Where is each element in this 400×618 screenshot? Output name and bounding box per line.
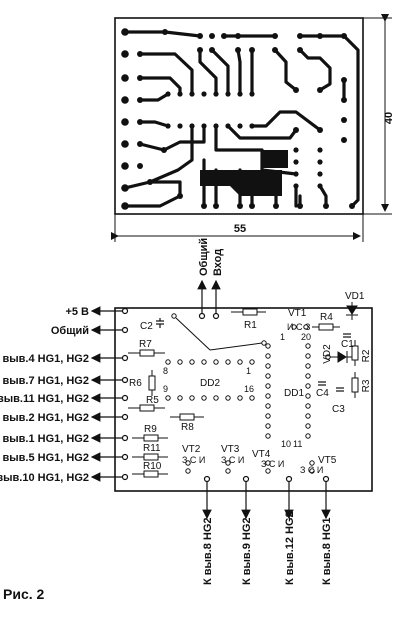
- terminal-input-top: Вход: [212, 249, 224, 276]
- figure-caption: Рис. 2: [3, 586, 45, 602]
- jumper-wire: [171, 313, 267, 351]
- terminal-common-top: Общий: [198, 238, 210, 276]
- dd1-pin10: 10: [281, 439, 291, 449]
- r2-label: R2: [361, 349, 372, 362]
- r4-label: R4: [320, 312, 333, 323]
- r8-label: R8: [181, 422, 194, 433]
- copper-fill-area: [262, 150, 288, 168]
- dd1-label: DD1: [284, 388, 304, 399]
- vt3-label: VT3: [221, 444, 240, 455]
- dimension-lines: [111, 14, 392, 242]
- vt2-pins: З С И: [182, 455, 205, 465]
- vt5-label: VT5: [318, 455, 337, 466]
- terminal-hg2-pin12: К выв.12 HG2: [284, 511, 296, 585]
- r10-label: R10: [143, 461, 162, 472]
- terminal-plus-5v: +5 В: [65, 306, 89, 318]
- terminal-pin5: К выв.5 HG1, HG2: [0, 452, 89, 464]
- c2-label: C2: [140, 321, 153, 332]
- bottom-terminal-leads: [202, 475, 331, 520]
- dd2-pin8: 8: [163, 366, 168, 376]
- r5-label: R5: [146, 395, 159, 406]
- vt1-pins: И С З: [287, 322, 310, 332]
- c1-label: C1: [341, 339, 354, 350]
- r3-label: R3: [361, 379, 372, 392]
- copper-fill-area: [200, 170, 282, 196]
- terminal-pin1: К выв.1 HG1, HG2: [0, 433, 89, 445]
- vd2-label: VD2: [322, 344, 333, 364]
- resistors: [128, 308, 359, 478]
- vt2-label: VT2: [182, 444, 201, 455]
- terminal-pin11: К выв.11 HG1, HG2: [0, 393, 89, 405]
- dd1-pin20: 20: [301, 332, 311, 342]
- dd1-pins: [265, 343, 311, 439]
- terminal-pin2: К выв.2 HG1, HG2: [0, 412, 89, 424]
- dd1-pin1: 1: [280, 332, 285, 342]
- vt1-label: VT1: [288, 308, 307, 319]
- diodes: [325, 302, 358, 363]
- height-dimension: 40: [383, 112, 395, 124]
- dd1-pin11: 11: [293, 439, 302, 449]
- copper-side-board: [114, 17, 364, 215]
- terminal-hg2-pin8: К выв.8 HG2: [202, 517, 214, 585]
- dd2-label: DD2: [200, 378, 220, 389]
- terminal-pin7: К выв.7 HG1, HG2: [0, 375, 89, 387]
- vd1-label: VD1: [345, 291, 365, 302]
- dd2-pin9: 9: [163, 384, 168, 394]
- terminal-hg2-pin9: К выв.9 HG2: [241, 517, 253, 585]
- width-dimension: 55: [234, 223, 246, 235]
- vt4-pins: З С И: [261, 459, 284, 469]
- r6-label: R6: [129, 378, 142, 389]
- c4-label: C4: [316, 388, 329, 399]
- capacitors: [156, 318, 351, 392]
- top-terminal-leads: [197, 279, 221, 320]
- r11-label: R11: [143, 443, 161, 454]
- transistor-pads: [185, 324, 315, 474]
- vt3-pins: З С И: [221, 455, 244, 465]
- r7-label: R7: [139, 339, 152, 350]
- c3-label: C3: [332, 404, 345, 415]
- terminal-pin4: К выв.4 HG1, HG2: [0, 353, 89, 365]
- dd2-pins: [165, 359, 255, 401]
- terminal-common-left: Общий: [51, 325, 89, 337]
- vt4-label: VT4: [252, 449, 271, 460]
- terminal-hg1-pin8: К выв.8 HG1: [321, 517, 333, 585]
- terminal-pin10: К выв.10 HG1, HG2: [0, 472, 89, 484]
- r1-label: R1: [244, 320, 257, 331]
- vt5-pins: З С И: [300, 465, 323, 475]
- copper-traces: [123, 30, 360, 208]
- r9-label: R9: [144, 424, 157, 435]
- left-terminal-leads: [90, 306, 129, 482]
- dd2-pin1: 1: [246, 366, 251, 376]
- dd2-pin16: 16: [244, 384, 254, 394]
